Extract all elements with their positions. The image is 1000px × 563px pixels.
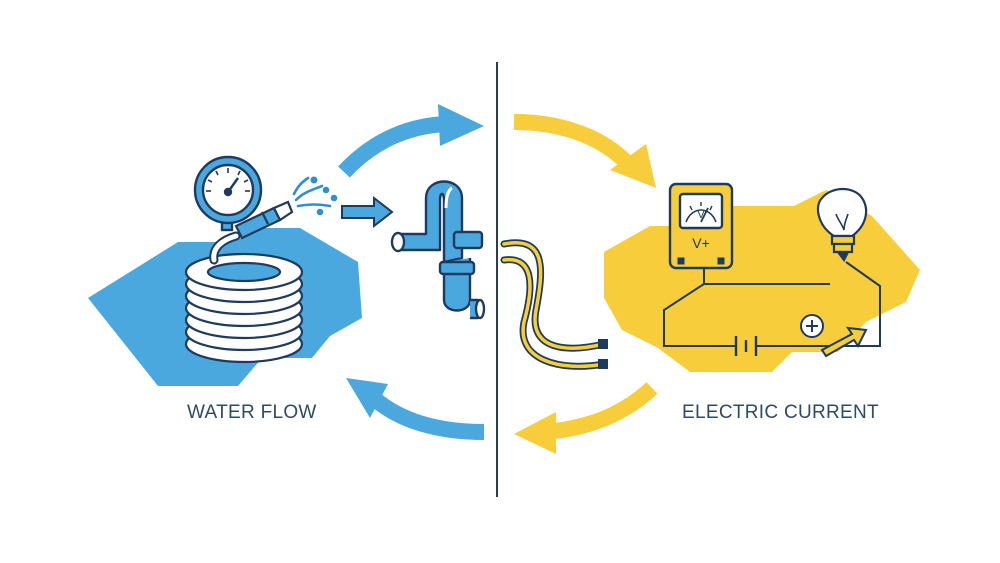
garden-hose-icon <box>184 231 304 364</box>
circuit-icon <box>663 261 881 347</box>
cycle-arrow-head <box>610 144 656 188</box>
cycle-arrow-icon <box>545 382 658 440</box>
water-flow-label: WATER FLOW <box>187 402 317 423</box>
meter-terminal-label: V+ <box>692 235 710 251</box>
meter-face-label: V <box>697 209 705 221</box>
pressure-gauge-icon <box>193 155 263 232</box>
light-bulb-icon <box>816 187 868 263</box>
pipe-icon <box>390 180 486 320</box>
cycle-arrow-head <box>346 378 388 418</box>
current-direction-arrow-icon <box>820 326 868 358</box>
water-spray-icon <box>292 176 338 216</box>
cycle-arrow-icon <box>338 116 447 178</box>
voltmeter-icon <box>668 182 734 270</box>
electric-current-label: ELECTRIC CURRENT <box>682 402 879 423</box>
flow-arrow-icon <box>341 195 394 229</box>
resistor-icon <box>800 314 824 338</box>
cycle-arrow-icon <box>513 114 632 168</box>
cycle-arrow-head <box>514 412 556 454</box>
cycle-arrow-icon <box>370 393 485 440</box>
hose-nozzle-icon <box>234 200 294 240</box>
cycle-arrow-head <box>438 104 484 146</box>
battery-icon <box>734 336 758 356</box>
wire-icon <box>500 239 608 370</box>
